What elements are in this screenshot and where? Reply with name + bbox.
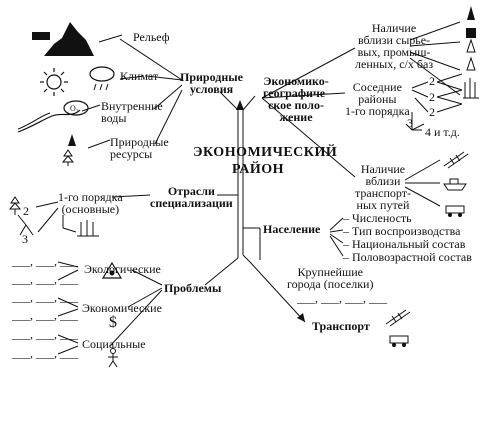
pop-national-text: Национальный состав xyxy=(352,237,466,251)
pop-reproduction: – Тип воспроизводства xyxy=(343,224,461,238)
node-transport: Транспорт xyxy=(312,319,370,333)
item-climate: Климат xyxy=(120,69,159,83)
pop-age-sex-text: Половозрастной состав xyxy=(352,250,472,264)
blank-3: ___, ___, ___ xyxy=(12,290,78,304)
node-econ-geo-position: Экономико- географиче- ское поло- жение xyxy=(263,74,330,124)
blank-1: ___, ___, ___ xyxy=(12,254,78,268)
largest-cities: Крупнейшие города (поселки) xyxy=(287,265,374,291)
industry-icon xyxy=(77,220,99,237)
problem-ecological: Экологические xyxy=(84,262,161,276)
transport-mode-icons xyxy=(443,151,469,217)
node-natural-conditions: Природные условия xyxy=(180,70,243,96)
node-problems: Проблемы xyxy=(164,281,222,295)
mountain-relief-icon xyxy=(32,22,94,56)
pop-national: – Национальный состав xyxy=(343,237,466,251)
inner-waters-icon: O₂ xyxy=(17,100,89,133)
blank-5: ___, ___, ___ xyxy=(12,327,78,341)
person-icon xyxy=(108,348,118,368)
item-neighbor-regions: Соседние районы 1-го порядка xyxy=(345,80,410,118)
dollar-icon: $ xyxy=(109,314,117,331)
transport-icons xyxy=(385,309,411,347)
node-population: Население xyxy=(263,222,321,236)
item-first-order-branches: 1-го порядка (основные) xyxy=(58,190,123,216)
svg-text:$: $ xyxy=(109,314,117,331)
level-2-b: 2 xyxy=(429,90,435,104)
resources-icon xyxy=(62,134,76,166)
pop-number-text: Численость xyxy=(352,211,412,225)
central-title-line2: РАЙОН xyxy=(231,162,285,177)
item-inner-waters: Внутренние воды xyxy=(101,99,163,125)
level-2-c: 2 xyxy=(429,105,435,119)
base-resource-icons xyxy=(463,6,479,99)
item-nearby-transport: Наличие вблизи транспорт- ных путей xyxy=(355,162,411,212)
node-specialization: Отрасли специализации xyxy=(150,184,233,210)
level-4-etc: 4 и т.д. xyxy=(425,125,460,139)
item-natural-resources: Природные ресурсы xyxy=(110,135,169,161)
item-relief: Рельеф xyxy=(133,30,170,44)
specialization-tree-icon xyxy=(8,196,22,215)
blank-2: ___, ___, ___ xyxy=(12,272,78,286)
pop-number: – Численость xyxy=(343,211,412,225)
ecology-hazard-icon xyxy=(102,262,122,279)
cities-blanks: ___, ___, ___, ___ xyxy=(297,291,387,305)
blank-4: ___, ___, ___ xyxy=(12,308,78,322)
spec-level-2: 2 xyxy=(23,204,29,218)
svg-text:O₂: O₂ xyxy=(70,104,79,113)
pop-reproduction-text: Тип воспроизводства xyxy=(352,224,461,238)
item-nearby-bases: Наличие вблизи сырье- вых, промыш- ленны… xyxy=(355,21,434,71)
central-title-line1: ЭКОНОМИЧЕСКИЙ xyxy=(193,145,338,160)
problem-economic: Экономические xyxy=(82,301,162,315)
problem-social: Социальные xyxy=(82,337,146,351)
pop-age-sex: – Половозрастной состав xyxy=(343,250,472,264)
level-2-a: 2 xyxy=(429,74,435,88)
blank-6: ___, ___, ___ xyxy=(12,346,78,360)
spec-level-3: 3 xyxy=(22,232,28,246)
climate-icon xyxy=(40,66,115,96)
level-3: 3 xyxy=(407,116,413,130)
